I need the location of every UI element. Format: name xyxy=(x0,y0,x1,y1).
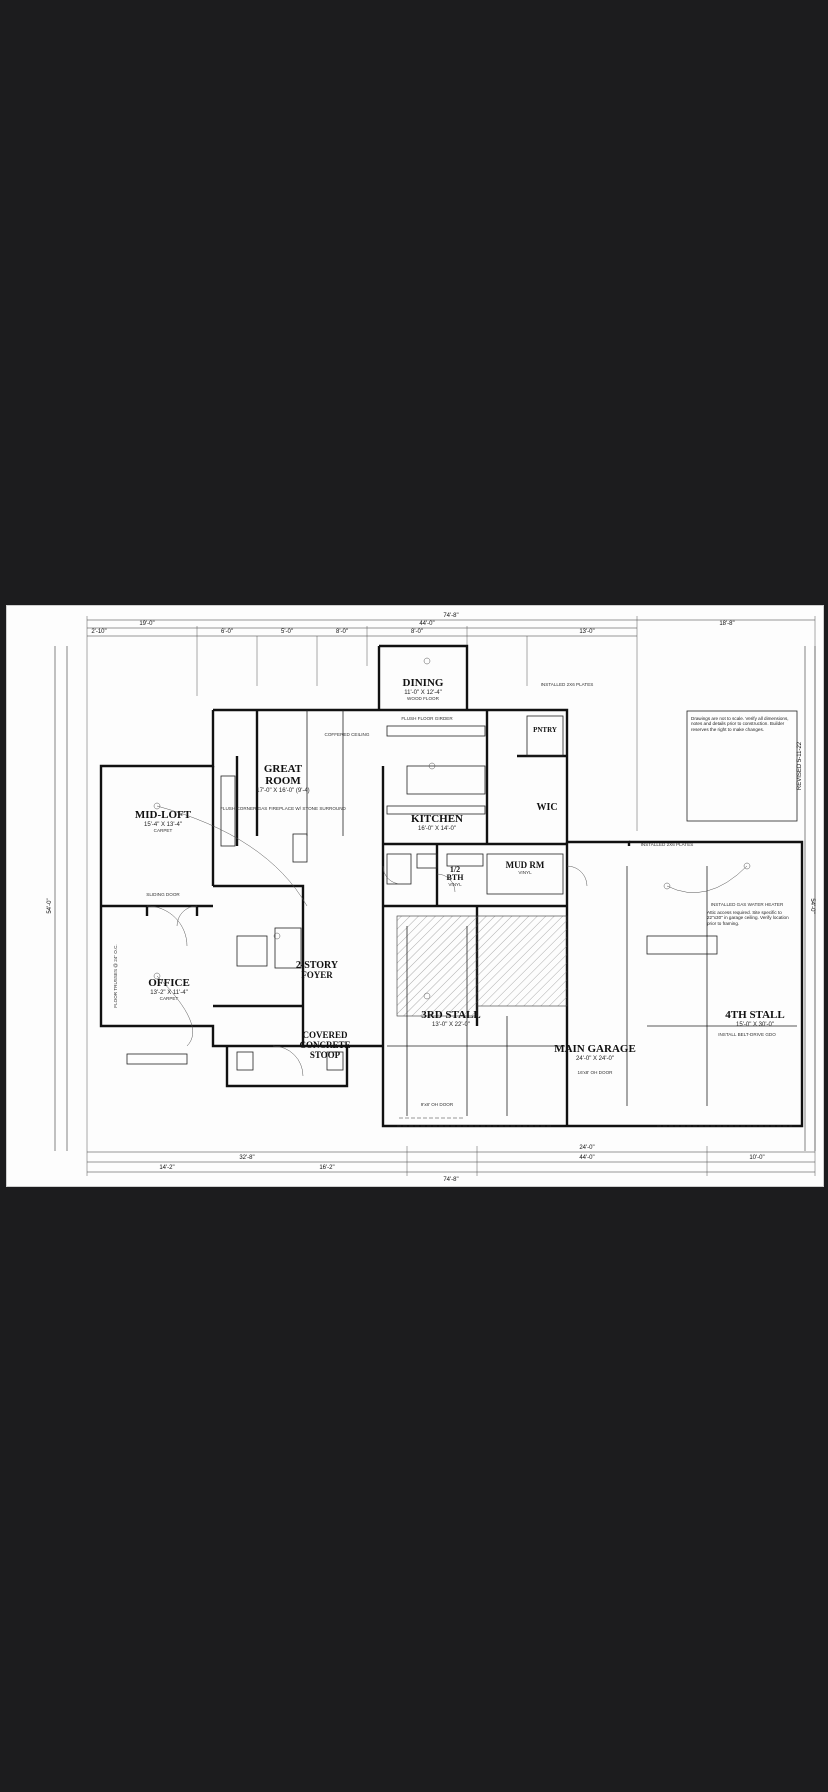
dim-top-overall: 74'-8" xyxy=(443,613,458,619)
annotations: FLUSH FLOOR GIRDER FLUSH CORNER GAS FIRE… xyxy=(113,682,803,1107)
label-water-heater: INSTALLED GAS WATER HEATER xyxy=(711,902,784,907)
dim-bottom-far: 10'-0" xyxy=(749,1155,764,1161)
office-size: 13'-2" X 11'-4" xyxy=(150,990,187,996)
garage-slab-hatch xyxy=(396,915,478,1017)
dim-bottom-left: 14'-2" xyxy=(159,1165,174,1171)
dim-bottom-right-2: 44'-0" xyxy=(579,1155,594,1161)
corner-note: Drawings are not to scale. Verify all di… xyxy=(691,716,789,732)
mid-loft-finish: CARPET xyxy=(154,828,173,833)
dim-top-seg-3: 8'-0" xyxy=(336,629,348,635)
mid-loft-label: MID-LOFT xyxy=(135,809,192,821)
dim-top-main: 44'-0" xyxy=(419,621,434,627)
garage-slab-hatch-2 xyxy=(476,915,568,1007)
third-stall-label: 3RD STALL xyxy=(421,1009,480,1021)
dimension-lines xyxy=(54,616,816,1176)
notes-box xyxy=(686,710,798,822)
dim-left-overall: 54'-0" xyxy=(47,898,53,913)
great-room-size: 17'-0" X 16'-0" (9'-4) xyxy=(256,788,309,794)
mid-loft-size: 15'-4" X 13'-4" xyxy=(144,822,182,828)
kitchen-label: KITCHEN xyxy=(411,813,463,825)
foyer-label-2: FOYER xyxy=(301,970,333,980)
half-bath-label: 1/2 xyxy=(450,865,460,874)
label-garage-door-1: 16'x8' OH DOOR xyxy=(578,1070,614,1075)
stoop-label-2: CONCRETE xyxy=(299,1040,350,1050)
wic-label: WIC xyxy=(536,802,557,813)
label-fireplace: FLUSH CORNER GAS FIREPLACE W/ STONE SURR… xyxy=(220,806,346,811)
pantry-label: PNTRY xyxy=(533,726,557,734)
label-trusses: FLOOR TRUSSES @ 24" O.C. xyxy=(113,944,118,1007)
label-garage-note: INSTALL BELT-DRIVE GDO xyxy=(718,1032,776,1037)
foyer-label: 2-STORY xyxy=(296,960,339,971)
dim-bottom-mid: 16'-2" xyxy=(319,1165,334,1171)
great-room-label: GREAT xyxy=(264,763,303,775)
dim-top-seg-2: 5'-0" xyxy=(281,629,293,635)
office-finish: CARPET xyxy=(160,996,179,1001)
label-plates: INSTALLED 2X6 PLATES xyxy=(641,842,694,847)
dim-bottom-overall: 74'-8" xyxy=(443,1177,458,1183)
dimension-texts: 74'-8" 44'-0" 18'-8" 19'-0" 2'-10" 6'-0"… xyxy=(47,613,815,1183)
dim-bottom-right-1: 24'-0" xyxy=(579,1145,594,1151)
label-ceiling: COFFERED CEILING xyxy=(325,732,370,737)
dim-top-seg-4: 8'-0" xyxy=(411,629,423,635)
main-garage-size: 24'-0" X 24'-0" xyxy=(576,1056,614,1062)
stoop-label-3: STOOP xyxy=(310,1050,341,1060)
third-stall-size: 13'-0" X 22'-0" xyxy=(432,1022,470,1028)
fourth-stall-label: 4TH STALL xyxy=(725,1009,784,1021)
dim-top-right: 18'-8" xyxy=(719,621,734,627)
garage-attic-note: Attic access required. Site specific to … xyxy=(707,910,789,926)
dim-top-left: 19'-0" xyxy=(139,621,154,627)
label-garage-door-2: 9'x8' OH DOOR xyxy=(421,1102,454,1107)
dining-finish: WOOD FLOOR xyxy=(407,696,440,701)
room-labels: DINING 11'-0" X 12'-4" WOOD FLOOR GREAT … xyxy=(135,677,785,1062)
dining-label: DINING xyxy=(403,677,444,689)
interior-details xyxy=(126,657,797,1127)
mud-room-finish: VINYL xyxy=(518,870,532,875)
floor-plan-drawing: DINING 11'-0" X 12'-4" WOOD FLOOR GREAT … xyxy=(47,613,816,1183)
half-bath-label-2: BTH xyxy=(447,873,465,882)
label-plates-top: INSTALLED 2X6 PLATES xyxy=(541,682,594,687)
kitchen-size: 16'-0" X 14'-0" xyxy=(418,826,456,832)
floor-plan-sheet: DINING 11'-0" X 12'-4" WOOD FLOOR GREAT … xyxy=(7,606,823,1186)
fourth-stall-size: 15'-0" X 30'-0" xyxy=(736,1022,774,1028)
label-revised: REVISED 5-11-22 xyxy=(797,741,803,790)
mud-room-label: MUD RM xyxy=(506,860,545,870)
dining-size: 11'-0" X 12'-4" xyxy=(404,690,441,696)
dim-bottom-seg: 32'-8" xyxy=(239,1155,254,1161)
label-sliding: SLIDING DOOR xyxy=(146,892,180,897)
dim-top-left-2: 2'-10" xyxy=(91,629,106,635)
main-garage-label: MAIN GARAGE xyxy=(554,1043,636,1055)
label-flush-floor: FLUSH FLOOR GIRDER xyxy=(401,716,453,721)
office-label: OFFICE xyxy=(148,977,190,989)
dim-right-overall: 54'-0" xyxy=(809,898,815,913)
half-bath-finish: VINYL xyxy=(448,882,462,887)
dim-top-seg-1: 6'-0" xyxy=(221,629,233,635)
stoop-label: COVERED xyxy=(302,1030,348,1040)
dim-top-seg-5: 13'-0" xyxy=(579,629,594,635)
great-room-label-2: ROOM xyxy=(265,775,301,787)
